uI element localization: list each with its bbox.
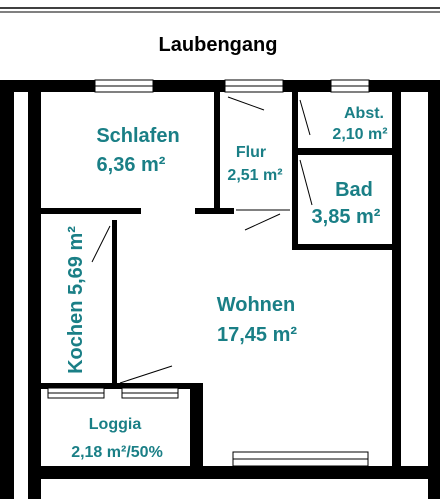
corridor-title: Laubengang xyxy=(159,34,278,56)
room-wohnen: Wohnen 17,45 m² xyxy=(217,294,298,346)
room-loggia: Loggia 2,18 m²/50% xyxy=(71,416,163,461)
room-kochen: Kochen 5,69 m² xyxy=(65,226,87,374)
header-frame xyxy=(0,7,440,13)
room-label-kochen: Kochen 5,69 m² xyxy=(65,226,87,374)
room-bad: Bad 3,85 m² xyxy=(312,179,381,228)
room-name-schlafen: Schlafen xyxy=(96,125,179,147)
room-area-flur: 2,51 m² xyxy=(227,167,282,184)
room-abst: Abst. 2,10 m² xyxy=(332,105,387,143)
room-area-loggia: 2,18 m²/50% xyxy=(71,444,163,461)
room-flur: Flur 2,51 m² xyxy=(227,144,282,184)
room-area-bad: 3,85 m² xyxy=(312,206,381,228)
room-area-abst: 2,10 m² xyxy=(332,126,387,143)
exterior-walls xyxy=(0,80,440,499)
door-swings xyxy=(91,96,313,384)
room-area-wohnen: 17,45 m² xyxy=(217,324,297,346)
loggia-windows xyxy=(47,387,369,467)
room-name-bad: Bad xyxy=(335,179,373,201)
interior-walls xyxy=(41,92,392,389)
room-name-wohnen: Wohnen xyxy=(217,294,296,316)
room-name-abst: Abst. xyxy=(344,105,384,122)
room-area-schlafen: 6,36 m² xyxy=(97,154,166,176)
room-schlafen: Schlafen 6,36 m² xyxy=(96,125,179,176)
room-name-flur: Flur xyxy=(236,144,266,161)
room-name-loggia: Loggia xyxy=(89,416,142,433)
top-windows xyxy=(94,79,370,93)
